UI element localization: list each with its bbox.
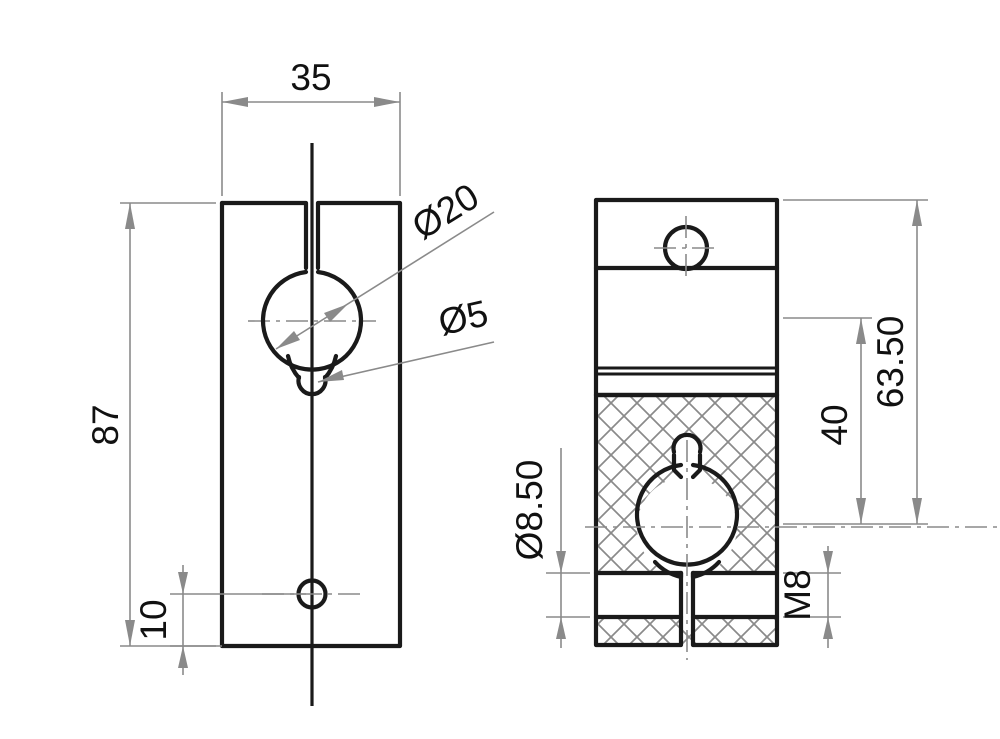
- dim-d850-arrow-bottom: [556, 617, 566, 639]
- dim-d20-text: Ø20: [405, 175, 486, 247]
- dimension-height-87: 87: [85, 202, 216, 647]
- dimension-hole-edge-10: 10: [133, 565, 306, 675]
- dim-10-arrow-bottom: [178, 646, 188, 668]
- dimension-thread: M8: [777, 546, 841, 648]
- dim-87-arrow-bottom: [125, 620, 135, 646]
- dimension-total-height: 63.50: [783, 199, 928, 525]
- dim-d20-leader-line: [275, 211, 495, 350]
- section-view: 63.50 40 Ø8.50 M8: [509, 197, 1000, 660]
- dim-6350-arrow-top: [912, 200, 922, 226]
- dim-m8-arrow-bottom: [823, 617, 833, 639]
- dim-6350-arrow-bottom: [912, 498, 922, 524]
- section-lower-right-outline: [690, 392, 780, 648]
- front-bore-arc: [260, 269, 364, 372]
- dim-d850-arrow-top: [556, 551, 566, 573]
- front-outline-left-portion: [219, 200, 309, 271]
- dimension-clearance-hole: Ø8.50: [509, 448, 590, 648]
- dim-35-arrow-right: [374, 97, 400, 107]
- dim-40-arrow-top: [856, 318, 866, 344]
- dim-6350-text: 63.50: [870, 316, 911, 409]
- dim-40-text: 40: [814, 404, 855, 445]
- dim-d850-text: Ø8.50: [509, 460, 550, 561]
- front-view: 35 87 10 Ø20: [85, 57, 495, 706]
- front-bore-vent-blend-right: [322, 353, 339, 381]
- dim-35-text: 35: [290, 57, 331, 98]
- front-vent-hole-arc: [296, 374, 328, 397]
- front-bore-vent-blend-left: [285, 353, 302, 381]
- front-outline-right-portion: [219, 200, 403, 649]
- dim-40-arrow-bottom: [856, 498, 866, 524]
- dim-d5-arrow: [318, 370, 344, 382]
- section-vent-neck-right: [690, 452, 703, 480]
- dim-d20-arrow-upper: [324, 304, 348, 322]
- dim-m8-text: M8: [777, 569, 818, 620]
- section-bore-blend-right: [690, 559, 722, 580]
- section-lower-left-outline: [593, 392, 684, 648]
- dimension-centre-height: 40: [783, 317, 872, 524]
- dim-10-arrow-top: [178, 572, 188, 594]
- dim-10-text: 10: [133, 599, 174, 640]
- dim-d5-leader-line: [317, 341, 495, 383]
- dimension-width-35: 35: [221, 57, 401, 196]
- dim-87-text: 87: [85, 404, 126, 445]
- dim-d5-text: Ø5: [435, 292, 492, 343]
- dim-35-arrow-left: [222, 97, 248, 107]
- dim-87-arrow-top: [125, 203, 135, 229]
- leader-vent-diameter: Ø5: [317, 292, 495, 383]
- section-bore-blend-left: [652, 559, 684, 580]
- dim-d20-arrow-lower: [276, 331, 300, 349]
- section-vent-neck-left: [671, 452, 684, 480]
- section-vent-bump-arc: [671, 432, 703, 455]
- dim-m8-arrow-top: [823, 551, 833, 573]
